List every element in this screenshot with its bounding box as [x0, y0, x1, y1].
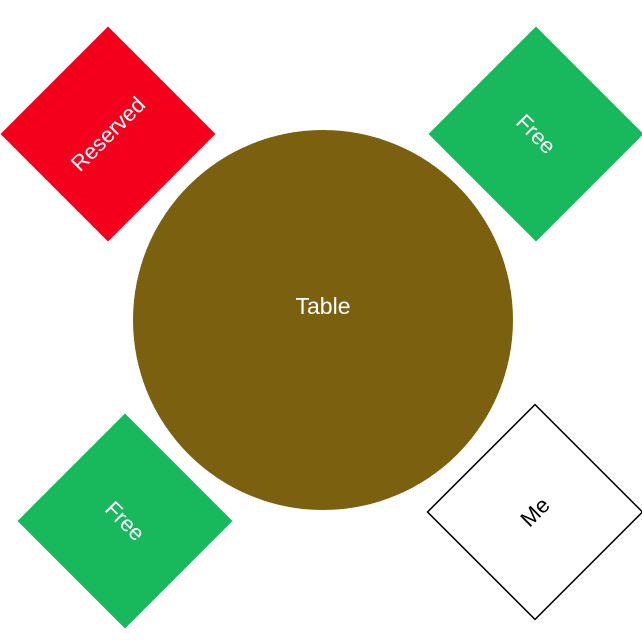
seat-top-right-shape [428, 26, 642, 242]
seat-top-left[interactable]: Reserved [0, 26, 216, 242]
seat-bottom-right[interactable]: Me [426, 403, 642, 621]
table: Table [133, 130, 513, 510]
table-label: Table [296, 293, 351, 319]
seat-bottom-left-shape [17, 413, 233, 629]
seat-top-right[interactable]: Free [428, 26, 642, 242]
seat-top-left-shape [0, 26, 216, 242]
table-shape [133, 130, 513, 510]
seat-bottom-left[interactable]: Free [17, 413, 233, 629]
seat-bottom-right-shape [426, 403, 642, 621]
